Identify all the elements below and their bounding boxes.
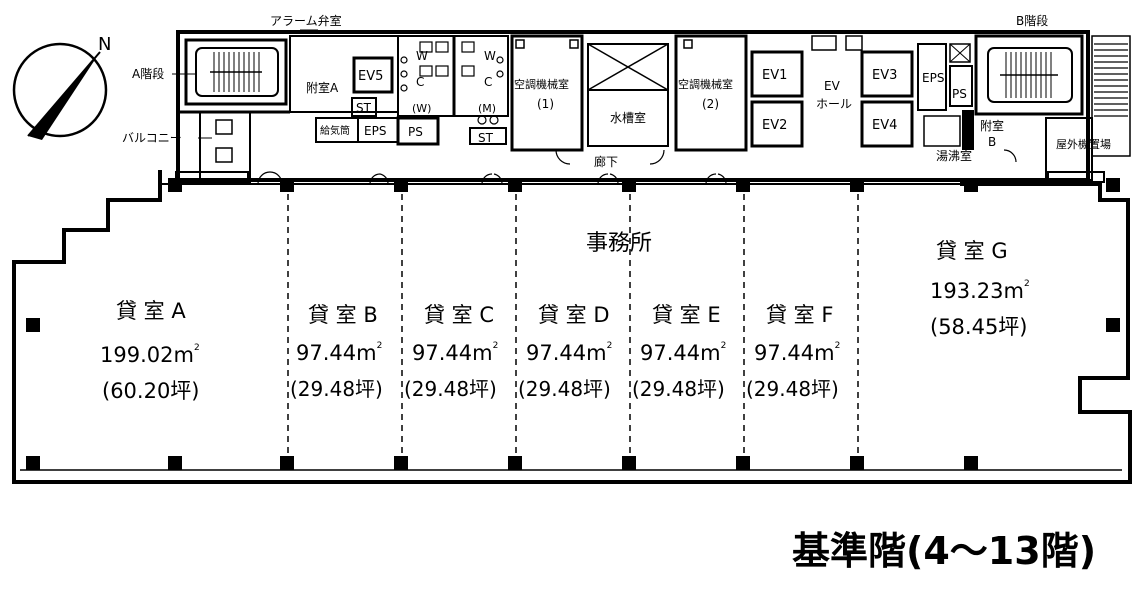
stair-a-label: A階段 — [132, 66, 164, 81]
ev1-shaft — [750, 50, 804, 98]
room-d-name: 貸 室 D — [538, 303, 610, 327]
eps-b-label: EPS — [922, 71, 944, 85]
alarm-valve-room-label: アラーム弁室 — [270, 13, 342, 28]
ev2-shaft — [750, 100, 804, 148]
room-b-name: 貸 室 B — [308, 303, 378, 327]
annex-b-label-2: B — [988, 135, 996, 149]
room-b-area: 97.44m2 — [296, 341, 382, 365]
room-d-area: 97.44m2 — [526, 341, 612, 365]
ac-room-2-num: (2) — [702, 97, 719, 111]
room-g-name: 貸 室 G — [936, 239, 1008, 263]
ev3-shaft — [860, 50, 914, 98]
room-d-tsubo: (29.48坪) — [518, 377, 611, 401]
wc-w-letter-1: W — [416, 49, 428, 63]
room-a-name: 貸 室 A — [116, 299, 186, 323]
ac-room-1 — [510, 34, 584, 152]
stair-b-label: B階段 — [1016, 13, 1048, 28]
st-a-label: ST — [356, 101, 372, 115]
ps-b-label: PS — [952, 87, 967, 101]
room-g-tsubo: (58.45坪) — [930, 315, 1028, 339]
ev4-shaft — [860, 100, 914, 148]
ev5-label: EV5 — [358, 69, 383, 84]
st-b-label: ST — [478, 131, 494, 145]
wc-women-label: (W) — [412, 102, 431, 115]
ev3-label: EV3 — [872, 68, 897, 83]
room-e-area: 97.44m2 — [640, 341, 726, 365]
water-tank-room — [587, 89, 669, 147]
compass — [12, 42, 108, 140]
room-f-tsubo: (29.48坪) — [746, 377, 839, 401]
room-e-tsubo: (29.48坪) — [632, 377, 725, 401]
balcony-label: バルコニー — [122, 131, 182, 145]
wc-c-letter-2: C — [484, 75, 492, 89]
supply-air-label: 給気筒 — [320, 124, 350, 137]
kitchenette-label: 湯沸室 — [936, 148, 972, 163]
annex-b-label-1: 附室 — [980, 118, 1004, 133]
wc-men-label: (M) — [478, 102, 496, 115]
water-tank-label: 水槽室 — [610, 110, 646, 125]
room-f-area: 97.44m2 — [754, 341, 840, 365]
tenant-divisions — [287, 194, 859, 468]
ev4-label: EV4 — [872, 118, 897, 133]
room-a-tsubo: (60.20坪) — [102, 379, 200, 403]
office-label: 事務所 — [586, 231, 652, 256]
ac-room-1-num: (1) — [537, 97, 554, 111]
structural-columns — [26, 178, 1120, 470]
room-a-area: 199.02m2 — [100, 343, 200, 367]
room-c-area: 97.44m2 — [412, 341, 498, 365]
ac-room-2 — [674, 34, 748, 152]
room-c-tsubo: (29.48坪) — [404, 377, 497, 401]
office-outline — [12, 170, 1132, 484]
floor-title: 基準階(4〜13階) — [792, 529, 1097, 573]
ev5-shaft — [352, 56, 394, 94]
wc-w-letter-2: W — [484, 49, 496, 63]
wc-c-letter-1: C — [416, 75, 424, 89]
ev1-label: EV1 — [762, 68, 787, 83]
ac-room-2-name: 空調機械室 — [678, 77, 733, 91]
ev-hall-label-2: ホール — [816, 97, 852, 111]
room-b-tsubo: (29.48坪) — [290, 377, 383, 401]
room-g-area: 193.23m2 — [930, 279, 1030, 303]
corridor-label: 廊下 — [594, 154, 618, 169]
north-label: N — [98, 34, 111, 55]
stair-b — [974, 34, 1084, 116]
room-f-name: 貸 室 F — [766, 303, 833, 327]
ev-hall-label-1: EV — [824, 79, 841, 93]
outdoor-units-label: 屋外機置場 — [1056, 137, 1111, 151]
eps-a-label: EPS — [364, 124, 386, 138]
ps-a-label: PS — [408, 125, 423, 139]
ac-room-1-name: 空調機械室 — [514, 77, 569, 91]
stair-a — [184, 38, 288, 106]
room-e-name: 貸 室 E — [652, 303, 721, 327]
room-c-name: 貸 室 C — [424, 303, 494, 327]
ev2-label: EV2 — [762, 118, 787, 133]
annex-a-label: 附室A — [306, 80, 339, 95]
